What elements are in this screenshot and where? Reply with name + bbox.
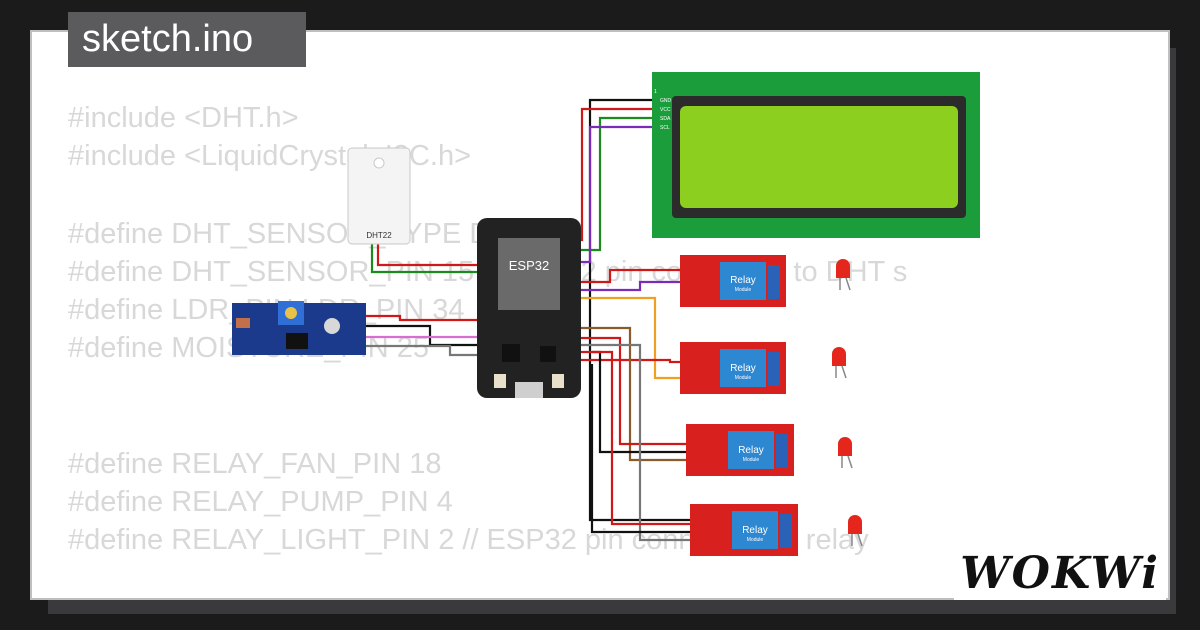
wire-relay4-vcc <box>576 350 694 526</box>
dht-label: DHT22 <box>366 231 392 240</box>
wire-relay3-in <box>576 326 690 462</box>
relay-module-2[interactable]: Relay Module <box>680 342 786 394</box>
relay-module-3[interactable]: Relay Module <box>686 424 794 476</box>
ldr-sensor-head <box>236 318 250 328</box>
relay-block <box>720 262 766 300</box>
led-lens <box>832 347 846 366</box>
code-line-2: #include <LiquidCrystal_I2C.h> <box>68 140 472 172</box>
ldr-module[interactable] <box>232 301 366 355</box>
wires <box>362 98 694 542</box>
led-leg <box>845 277 851 291</box>
led-leg <box>847 455 853 469</box>
relay-sub: Module <box>735 287 752 293</box>
relay-sub: Module <box>735 375 752 381</box>
lcd-pin-index: 1 <box>654 89 657 95</box>
relay-label: Relay <box>742 525 768 536</box>
led-lens <box>848 515 862 534</box>
led-lens <box>838 437 852 456</box>
wire-ldr-gnd <box>362 324 486 347</box>
dht-mount-hole <box>373 157 385 169</box>
sketch-title: sketch.ino <box>68 12 306 67</box>
relay-label: Relay <box>730 275 756 286</box>
relay-block <box>728 431 774 469</box>
relay-terminal <box>768 352 780 386</box>
led-2[interactable] <box>832 347 847 379</box>
lcd-pin-scl: SCL <box>660 125 670 131</box>
relay-label: Relay <box>738 445 764 456</box>
ldr-photoresistor <box>324 318 340 334</box>
lcd-pin-sda: SDA <box>660 116 671 122</box>
wire-relay4-gnd <box>590 364 694 534</box>
relay-label: Relay <box>730 363 756 374</box>
esp-usb-port <box>515 382 543 398</box>
wire-dht-vcc <box>376 235 486 267</box>
esp-module <box>498 238 560 310</box>
ldr-chip <box>286 333 308 349</box>
esp-regulator <box>502 344 520 362</box>
relay-terminal <box>780 514 792 548</box>
relay-module-4[interactable]: Relay Module <box>690 504 798 556</box>
relay-block <box>732 511 778 549</box>
wire-lcd-vcc <box>575 107 657 242</box>
dht-body <box>347 147 411 245</box>
wire-dht-data <box>370 235 486 274</box>
wire-lcd-scl <box>576 125 657 264</box>
wire-ldr-vcc <box>362 314 486 322</box>
wire-relay4-in <box>576 343 694 542</box>
relay-sub: Module <box>743 457 760 463</box>
relay-terminal <box>768 265 780 299</box>
led-4[interactable] <box>848 515 863 547</box>
lcd-screen <box>680 106 958 208</box>
code-line-8: #define RELAY_PUMP_PIN 4 <box>68 486 453 518</box>
esp-label: ESP32 <box>509 258 549 273</box>
relay-module-1[interactable]: Relay Module <box>680 255 786 307</box>
esp-reset-button[interactable] <box>552 374 564 388</box>
led-lens <box>836 259 850 278</box>
esp32-board[interactable]: ESP32 <box>477 218 581 398</box>
led-3[interactable] <box>838 437 853 469</box>
wire-lcd-sda <box>576 116 657 252</box>
code-line-1: #include <DHT.h> <box>68 102 299 134</box>
wire-ldr-do <box>362 344 486 357</box>
led-leg <box>841 365 847 379</box>
lcd-pin-gnd: GND <box>660 98 672 104</box>
esp-usb-chip <box>540 346 556 362</box>
wire-relay1-in <box>576 280 686 292</box>
relay-terminal <box>776 434 788 468</box>
ldr-pot-knob <box>285 307 297 319</box>
wire-relay1-vcc <box>576 268 686 284</box>
led-1[interactable] <box>836 259 851 291</box>
code-line-7: #define RELAY_FAN_PIN 18 <box>68 448 442 480</box>
lcd-display[interactable]: 1 GND VCC SDA SCL <box>652 72 980 238</box>
dht22-sensor[interactable]: DHT22 <box>347 147 411 245</box>
wire-relay2-in <box>576 296 686 380</box>
wire-relay3-vcc <box>576 336 690 446</box>
relay-block <box>720 349 766 387</box>
led-leg <box>857 533 863 547</box>
wire-relay2-vcc <box>576 358 686 364</box>
esp-boot-button[interactable] <box>494 374 506 388</box>
relay-sub: Module <box>747 537 764 543</box>
lcd-pin-vcc: VCC <box>660 107 671 113</box>
wokwi-logo: WOKWi <box>954 548 1166 600</box>
